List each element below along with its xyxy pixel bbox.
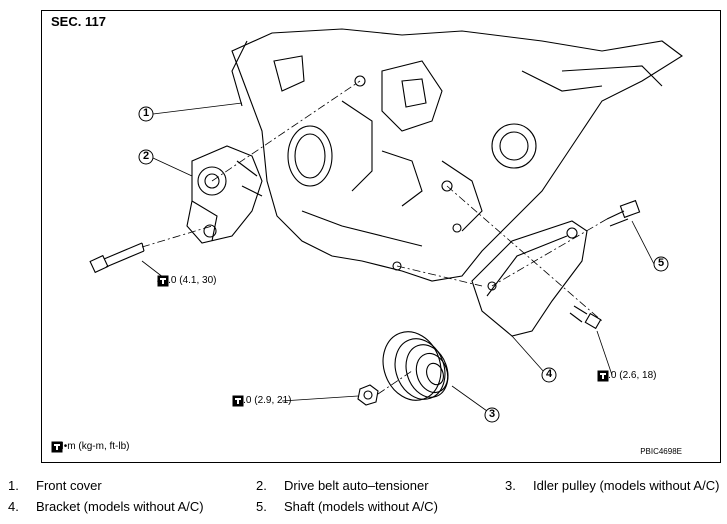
shaft-drawing [606,199,641,227]
part-name: Front cover [36,478,102,493]
callout-3-circle [484,407,500,423]
unit-legend: : N•m (kg-m, ft-lb) [51,441,130,453]
tensioner-bolt-drawing [89,242,145,274]
crank-seal-opening [287,125,333,187]
unit-legend-text: : N•m (kg-m, ft-lb) [51,441,130,452]
callout-1-circle [138,106,154,122]
torque-value-tensioner: 40.0 (4.1, 30) [157,275,217,286]
callout-4-circle [541,367,557,383]
pulley-nut-drawing [357,384,379,406]
torque-wrench-icon [232,395,244,407]
torque-bracket-bolt: 25.0 (2.6, 18) [597,370,657,382]
figure-code: PBIC4698E [640,447,682,456]
callout-3-label: 3 [489,408,496,420]
torque-wrench-icon [597,370,609,382]
part-name: Drive belt auto–tensioner [284,478,429,493]
part-number: 2. [256,478,267,493]
engine-drawing [89,28,683,423]
callouts [138,106,669,423]
torque-tensioner-bolt: 40.0 (4.1, 30) [157,275,217,287]
camshaft-seal [491,123,537,169]
callout-5-circle [653,256,669,272]
diagram-figure: 1 2 3 4 5 SEC. 117 40.0 (4.1, 30) 28.0 (… [41,10,721,463]
torque-value-pulley: 28.0 (2.9, 21) [232,395,292,406]
callout-1-label: 1 [143,107,150,119]
torque-wrench-icon [51,441,63,453]
torque-pulley-nut: 28.0 (2.9, 21) [232,395,292,407]
callout-2-circle [138,149,154,165]
callout-4-label: 4 [546,368,553,380]
front-cover-outline [231,28,683,282]
part-number: 4. [8,499,19,514]
torque-value-bracket: 25.0 (2.6, 18) [597,370,657,381]
part-number: 3. [505,478,516,493]
part-name: Bracket (models without A/C) [36,499,204,514]
bracket-bolt-drawing [569,305,602,330]
part-name: Shaft (models without A/C) [284,499,438,514]
section-title: SEC. 117 [51,14,106,29]
torque-wrench-icon [157,275,169,287]
auto-tensioner-drawing [186,145,263,244]
part-name: Idler pulley (models without A/C) [533,478,720,493]
callout-2-label: 2 [143,150,150,162]
part-number: 5. [256,499,267,514]
idler-pulley-drawing [382,331,449,401]
part-number: 1. [8,478,19,493]
callout-5-label: 5 [658,257,665,269]
bracket-drawing [471,220,588,337]
